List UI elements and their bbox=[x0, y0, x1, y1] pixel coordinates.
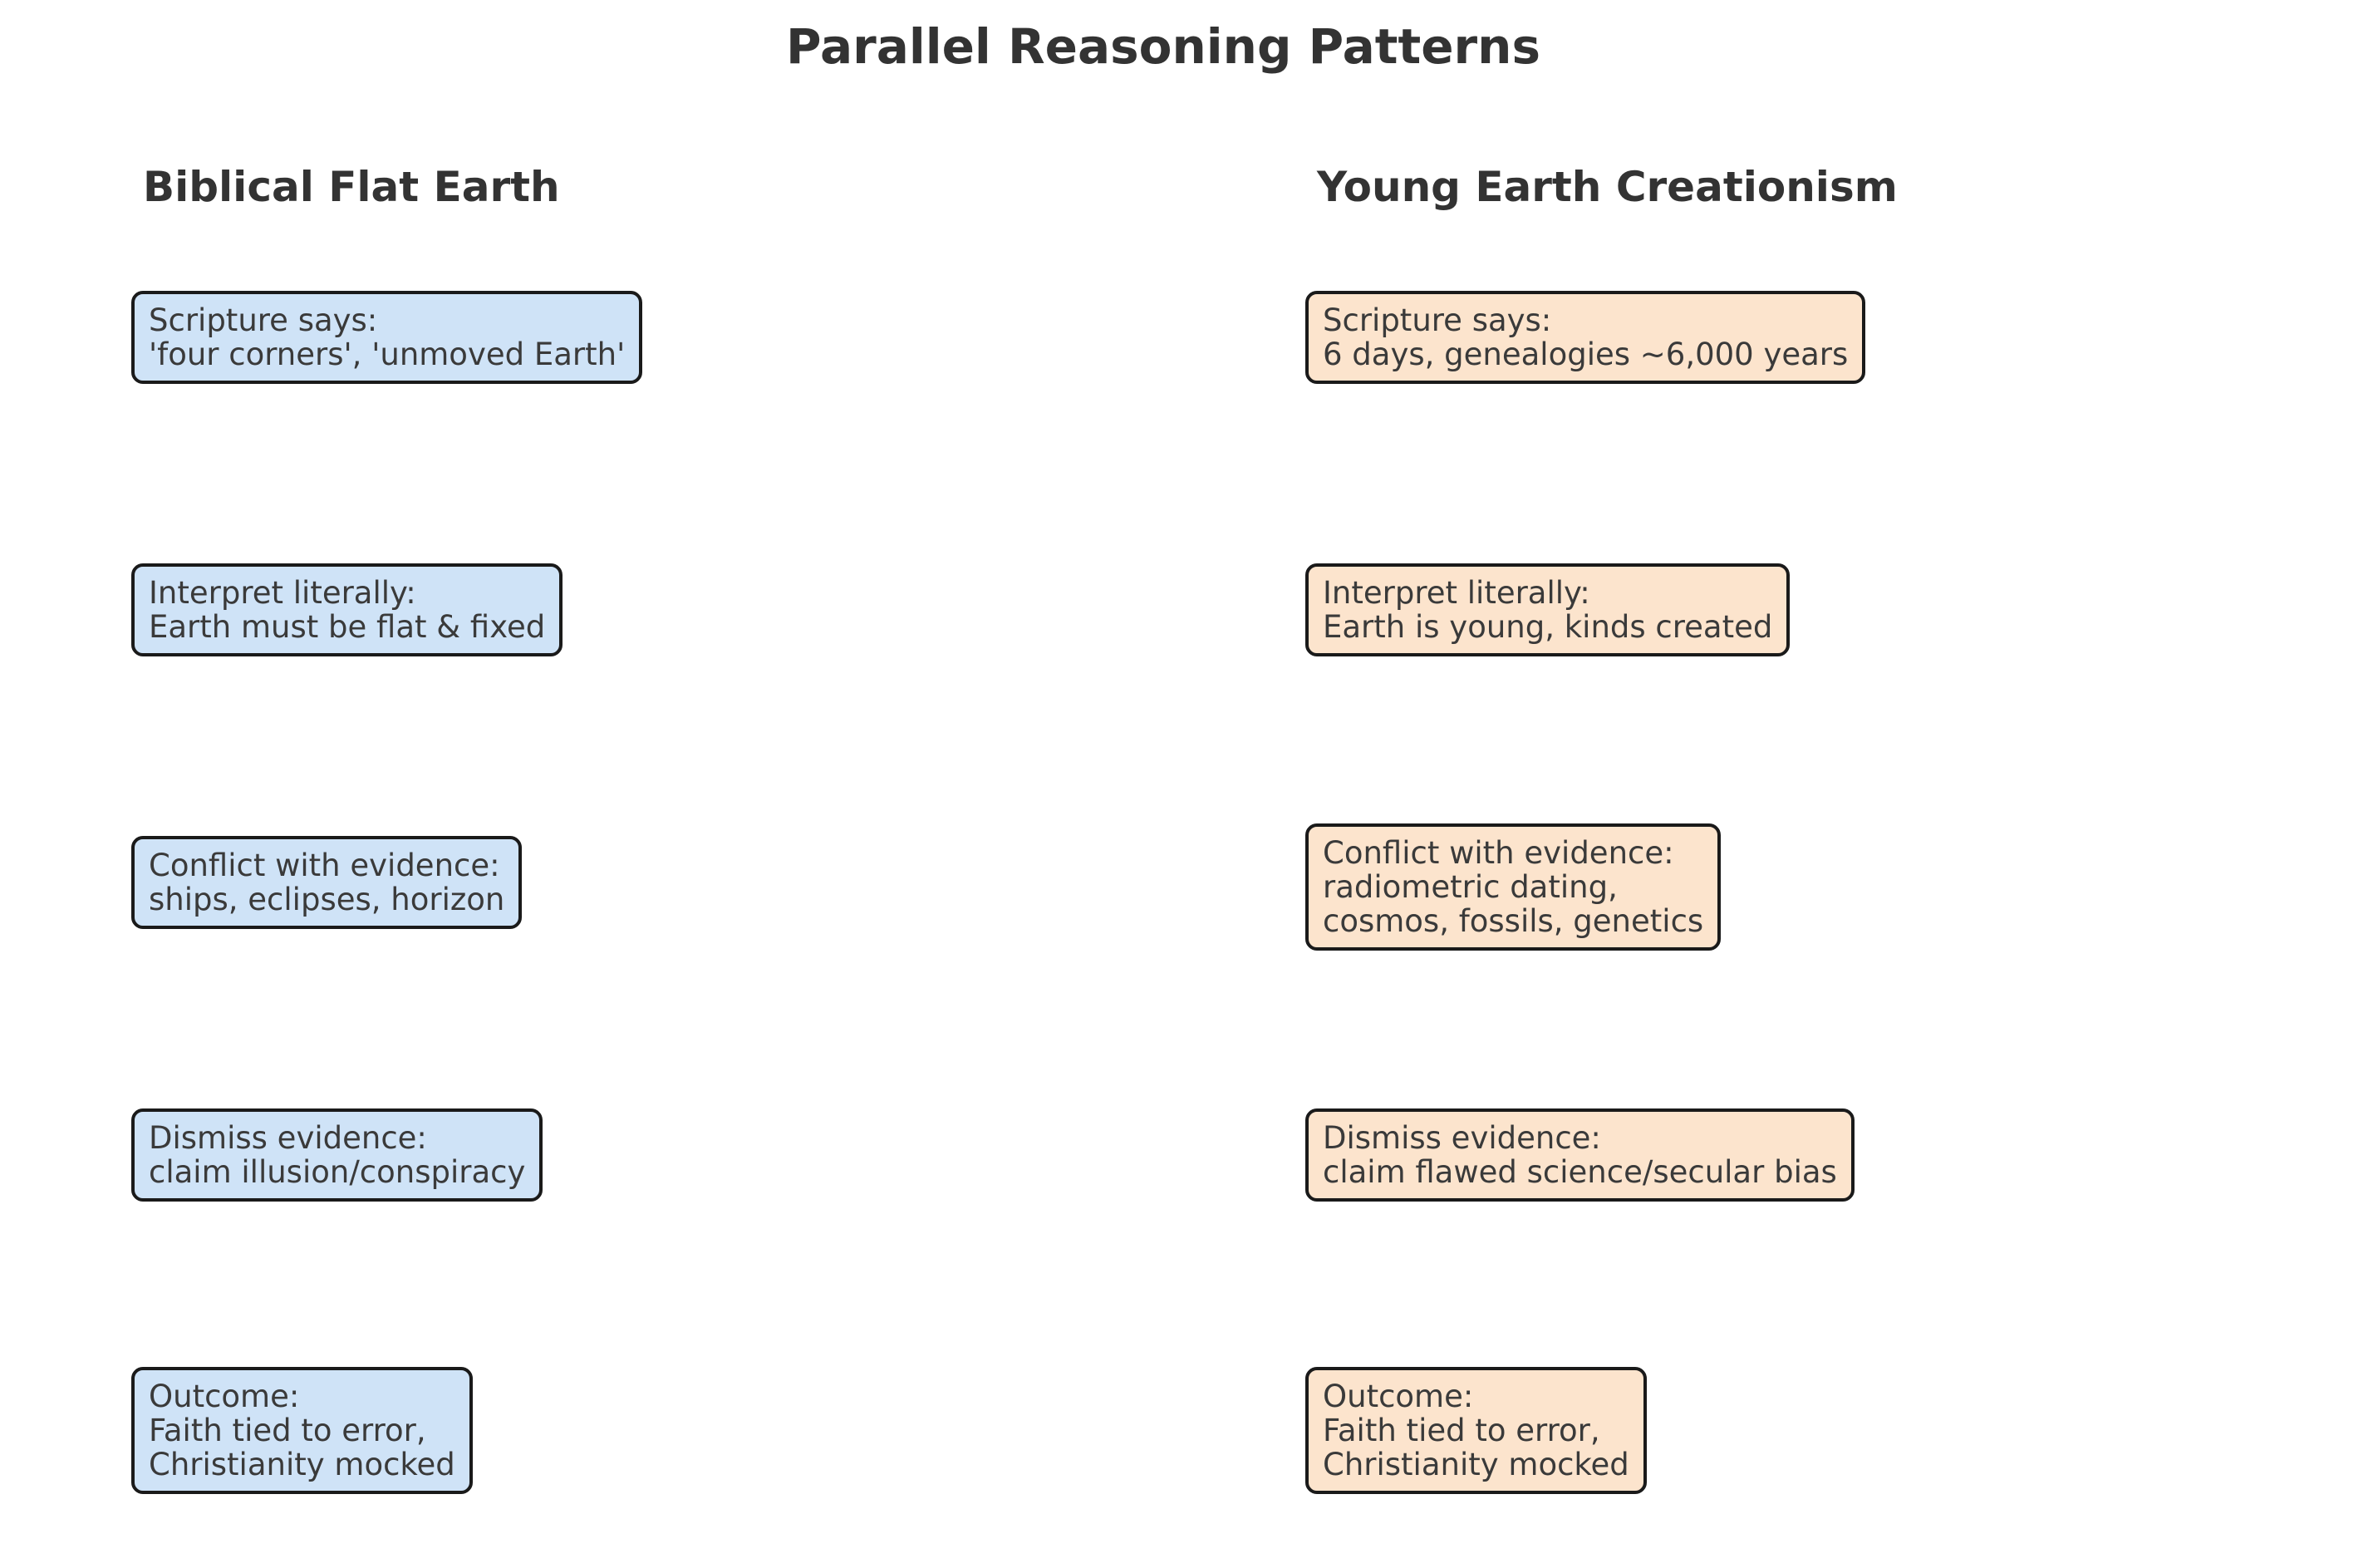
box-text-line: Faith tied to error, bbox=[1323, 1413, 1600, 1448]
box-text-line: Interpret literally: bbox=[149, 575, 416, 611]
box-text-line: claim flawed science/secular bias bbox=[1323, 1154, 1837, 1190]
box-flat-earth-interpret: Interpret literally: Earth must be flat … bbox=[131, 563, 563, 656]
box-text-line: Earth is young, kinds created bbox=[1323, 609, 1773, 645]
box-text-line: Faith tied to error, bbox=[149, 1413, 426, 1448]
box-text-line: Earth must be flat & fixed bbox=[149, 609, 546, 645]
box-yec-scripture: Scripture says: 6 days, genealogies ~6,0… bbox=[1305, 291, 1866, 384]
box-text-line: Outcome: bbox=[149, 1379, 300, 1414]
box-text-line: Scripture says: bbox=[149, 302, 378, 338]
box-text-line: ships, eclipses, horizon bbox=[149, 882, 505, 917]
box-text-line: Interpret literally: bbox=[1323, 575, 1590, 611]
box-text-line: cosmos, fossils, genetics bbox=[1323, 903, 1704, 939]
column-header-flat-earth: Biblical Flat Earth bbox=[143, 163, 560, 211]
box-text-line: Outcome: bbox=[1323, 1379, 1474, 1414]
box-yec-conflict: Conflict with evidence: radiometric dati… bbox=[1305, 823, 1722, 951]
box-text-line: Conflict with evidence: bbox=[1323, 835, 1674, 871]
box-flat-earth-dismiss: Dismiss evidence: claim illusion/conspir… bbox=[131, 1108, 543, 1202]
box-text-line: 6 days, genealogies ~6,000 years bbox=[1323, 337, 1849, 372]
box-text-line: Conflict with evidence: bbox=[149, 848, 500, 883]
box-text-line: Scripture says: bbox=[1323, 302, 1552, 338]
box-flat-earth-outcome: Outcome: Faith tied to error, Christiani… bbox=[131, 1367, 473, 1494]
box-yec-interpret: Interpret literally: Earth is young, kin… bbox=[1305, 563, 1791, 656]
box-text-line: 'four corners', 'unmoved Earth' bbox=[149, 337, 626, 372]
box-text-line: Dismiss evidence: bbox=[1323, 1120, 1601, 1156]
column-header-yec: Young Earth Creationism bbox=[1317, 163, 1898, 211]
box-text-line: Christianity mocked bbox=[1323, 1447, 1629, 1482]
box-text-line: radiometric dating, bbox=[1323, 869, 1618, 905]
box-text-line: Christianity mocked bbox=[149, 1447, 455, 1482]
box-flat-earth-scripture: Scripture says: 'four corners', 'unmoved… bbox=[131, 291, 643, 384]
box-text-line: claim illusion/conspiracy bbox=[149, 1154, 526, 1190]
box-text-line: Dismiss evidence: bbox=[149, 1120, 427, 1156]
box-yec-dismiss: Dismiss evidence: claim flawed science/s… bbox=[1305, 1108, 1855, 1202]
page-title: Parallel Reasoning Patterns bbox=[786, 18, 1540, 75]
box-yec-outcome: Outcome: Faith tied to error, Christiani… bbox=[1305, 1367, 1647, 1494]
box-flat-earth-conflict: Conflict with evidence: ships, eclipses,… bbox=[131, 836, 523, 929]
